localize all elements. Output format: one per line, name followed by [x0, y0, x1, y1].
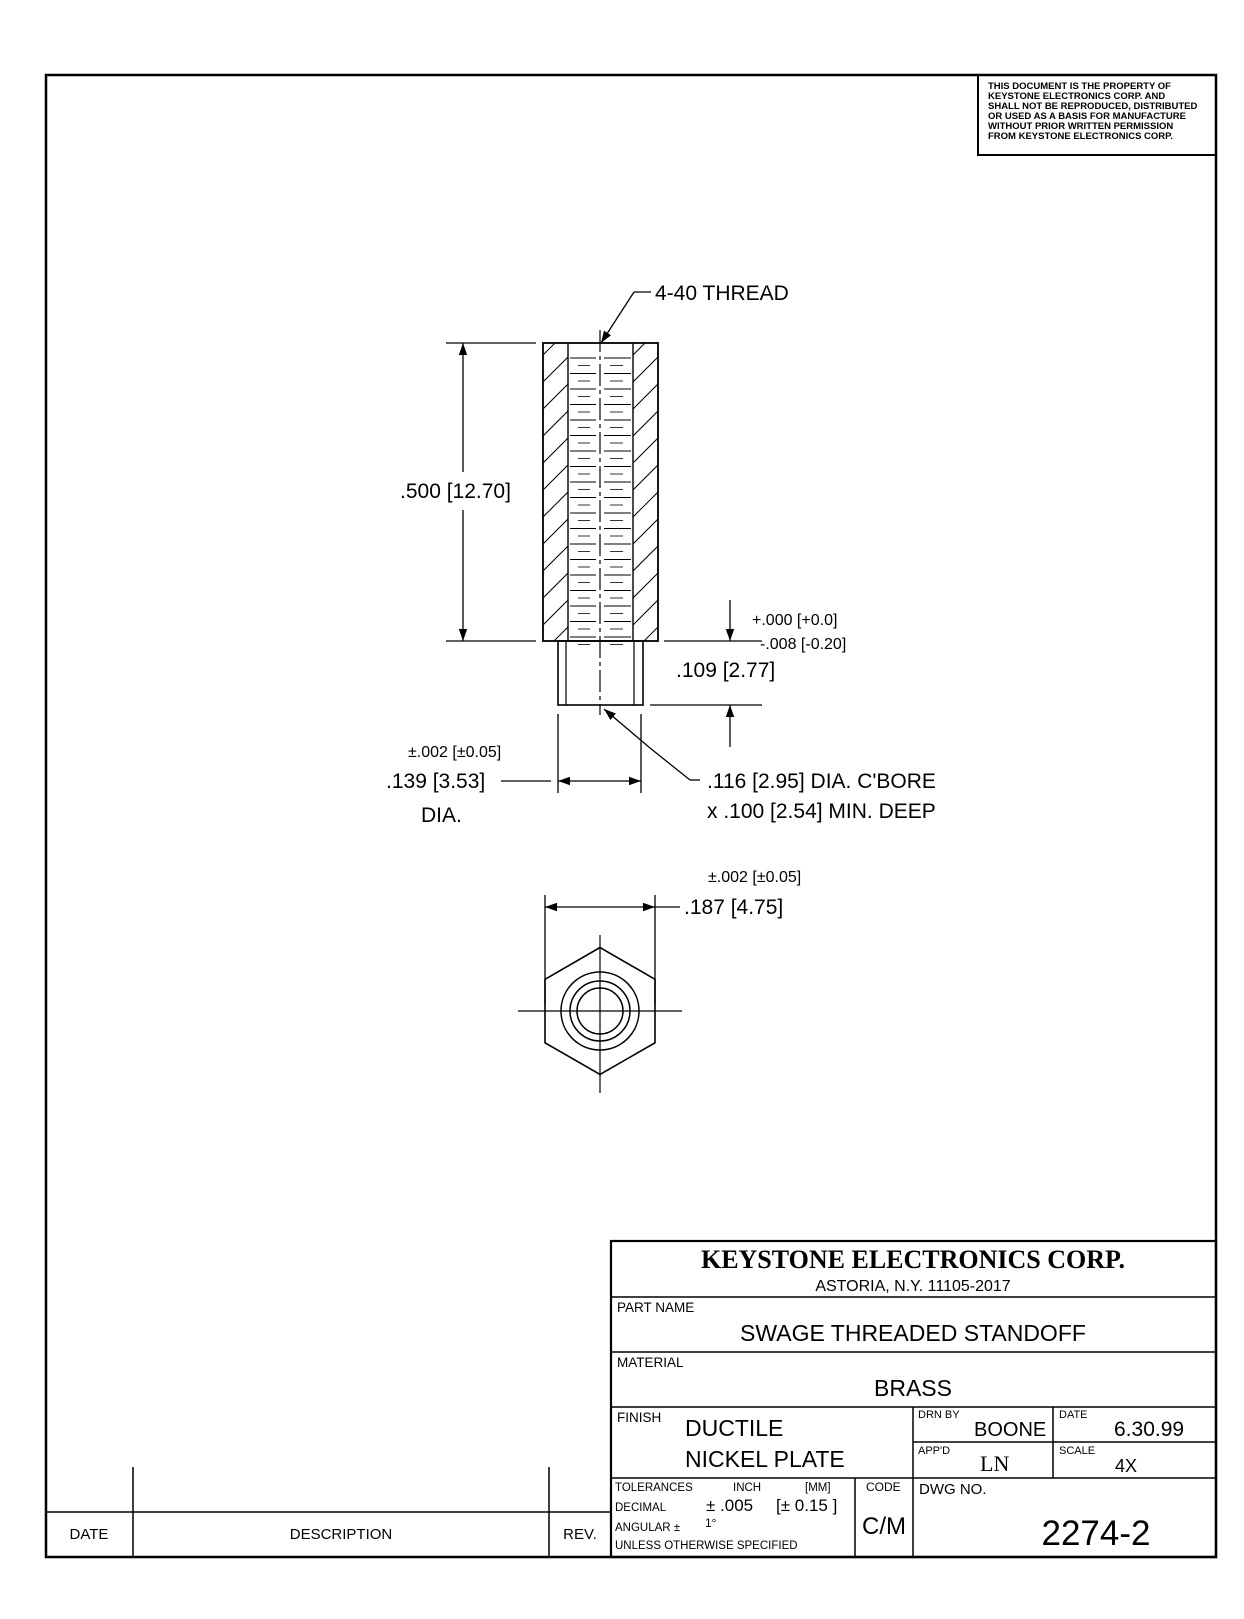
inch-label: INCH	[733, 1482, 761, 1494]
swage-tolerance-plus: +.000 [+0.0]	[752, 612, 837, 629]
notice-line: SHALL NOT BE REPRODUCED, DISTRIBUTED	[988, 101, 1198, 112]
hatch-line	[543, 491, 568, 518]
angular-label: ANGULAR ±	[615, 1522, 680, 1534]
revision-description-header: DESCRIPTION	[290, 1526, 393, 1543]
revision-rev-header: REV.	[563, 1526, 597, 1543]
finish-label: FINISH	[617, 1410, 661, 1425]
drn-by-label: DRN BY	[918, 1409, 960, 1421]
hatch-line	[633, 464, 658, 491]
hatch-line	[633, 356, 658, 383]
hatch-line	[633, 410, 658, 437]
length-dimension: .500 [12.70]	[400, 342, 536, 642]
hatch-line	[633, 572, 658, 599]
decimal-inch-tolerance: ± .005	[706, 1496, 753, 1515]
hatch-line	[633, 383, 658, 410]
drn-by-value: BOONE	[974, 1419, 1046, 1441]
hatch-line	[633, 343, 646, 356]
notice-line: KEYSTONE ELECTRONICS CORP. AND	[988, 91, 1165, 102]
code-value: C/M	[862, 1513, 906, 1540]
hatch-line	[543, 545, 568, 572]
hatch-line	[543, 572, 568, 599]
hatch-line	[543, 383, 568, 410]
notice-line: OR USED AS A BASIS FOR MANUFACTURE	[988, 111, 1186, 122]
finish-line1: DUCTILE	[685, 1415, 783, 1441]
part-name-label: PART NAME	[617, 1300, 694, 1315]
cbore-callout-line1: .116 [2.95] DIA. C'BORE	[707, 770, 936, 793]
length-dimension-label: .500 [12.70]	[400, 480, 511, 503]
material-value: BRASS	[874, 1375, 952, 1401]
revision-block: DATE DESCRIPTION REV.	[46, 1467, 611, 1557]
decimal-mm-tolerance: [± 0.15 ]	[776, 1496, 837, 1515]
swage-length-dimension: +.000 [+0.0] -.008 [-0.20] .109 [2.77]	[650, 600, 846, 747]
material-label: MATERIAL	[617, 1355, 684, 1370]
unless-specified-label: UNLESS OTHERWISE SPECIFIED	[615, 1540, 798, 1552]
standoff-side-view	[540, 330, 662, 715]
scale-value: 4X	[1115, 1456, 1137, 1476]
revision-date-header: DATE	[70, 1526, 109, 1543]
company-name: KEYSTONE ELECTRONICS CORP.	[701, 1245, 1125, 1274]
swage-diameter-dimension: ±.002 [±0.05] .139 [3.53] DIA.	[386, 714, 642, 827]
date-label: DATE	[1059, 1409, 1088, 1421]
title-block: KEYSTONE ELECTRONICS CORP. ASTORIA, N.Y.…	[609, 1239, 1218, 1559]
hatch-line	[543, 437, 568, 464]
swage-length-label: .109 [2.77]	[676, 659, 775, 682]
hatch-line	[633, 437, 658, 464]
hatch-line	[553, 626, 568, 641]
angular-value: 1°	[705, 1516, 717, 1530]
hatch-line	[633, 518, 658, 545]
hatch-line	[633, 599, 658, 626]
section-hatch-left	[540, 343, 572, 682]
section-hatch-right	[630, 343, 662, 682]
swage-diameter-tolerance: ±.002 [±0.05]	[408, 744, 501, 761]
hatch-line	[633, 545, 658, 572]
hatch-line	[543, 343, 556, 356]
dwg-no-label: DWG NO.	[919, 1481, 987, 1498]
notice-line: THIS DOCUMENT IS THE PROPERTY OF	[988, 81, 1171, 92]
hatch-line	[543, 464, 568, 491]
finish-line2: NICKEL PLATE	[685, 1446, 845, 1472]
thread-callout-label: 4-40 THREAD	[655, 282, 789, 305]
hatch-line	[543, 410, 568, 437]
scale-label: SCALE	[1059, 1445, 1095, 1457]
decimal-label: DECIMAL	[615, 1502, 667, 1514]
hatch-line	[543, 518, 568, 545]
cbore-callout-line2: x .100 [2.54] MIN. DEEP	[707, 800, 936, 823]
proprietary-notice: THIS DOCUMENT IS THE PROPERTY OF KEYSTON…	[977, 74, 1217, 156]
swage-tolerance-minus: -.008 [-0.20]	[760, 636, 846, 653]
hatch-line	[633, 491, 658, 518]
swage-diameter-suffix: DIA.	[421, 804, 462, 827]
hex-width-dimension: ±.002 [±0.05] .187 [4.75]	[544, 869, 801, 1005]
hatch-line	[630, 650, 662, 682]
part-name: SWAGE THREADED STANDOFF	[740, 1320, 1086, 1346]
code-label: CODE	[866, 1480, 901, 1494]
appd-label: APP'D	[918, 1445, 950, 1457]
appd-value: LN	[980, 1451, 1009, 1476]
hatch-line	[540, 650, 572, 682]
hex-width-label: .187 [4.75]	[684, 896, 783, 919]
dwg-no-value: 2274-2	[1042, 1514, 1151, 1553]
hatch-line	[643, 626, 658, 641]
swage-diameter-label: .139 [3.53]	[386, 770, 485, 793]
thread-marks	[570, 357, 631, 645]
tolerances-label: TOLERANCES	[615, 1482, 693, 1494]
mm-label: [MM]	[805, 1482, 831, 1494]
hatch-line	[543, 356, 568, 383]
date-value: 6.30.99	[1114, 1418, 1184, 1441]
hatch-line	[543, 599, 568, 626]
hex-width-tolerance: ±.002 [±0.05]	[708, 869, 801, 886]
thread-callout: 4-40 THREAD	[600, 282, 789, 344]
cbore-callout: .116 [2.95] DIA. C'BORE x .100 [2.54] MI…	[603, 708, 936, 823]
standoff-end-view	[518, 935, 682, 1093]
company-address: ASTORIA, N.Y. 11105-2017	[815, 1278, 1010, 1295]
notice-line: FROM KEYSTONE ELECTRONICS CORP.	[988, 131, 1173, 142]
notice-line: WITHOUT PRIOR WRITTEN PERMISSION	[988, 121, 1173, 132]
